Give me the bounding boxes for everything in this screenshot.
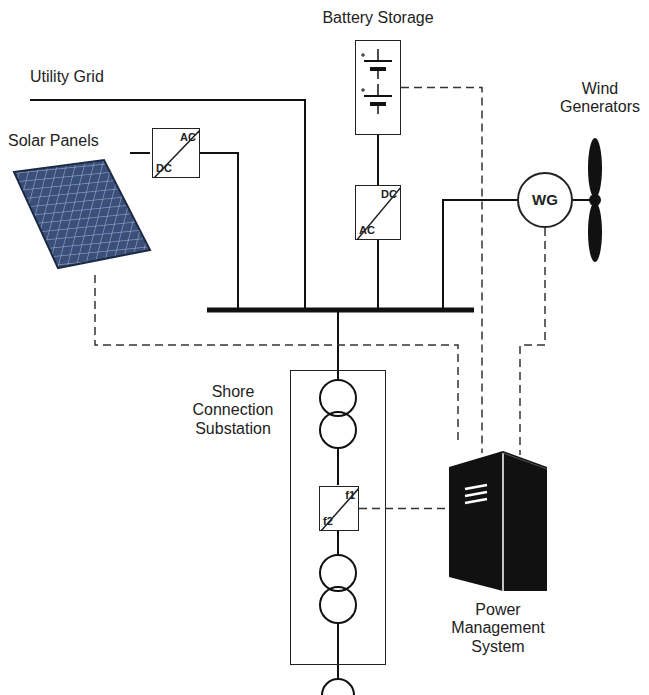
substation-title: Shore Connection Substation — [183, 383, 283, 438]
wind-turbine — [573, 138, 602, 262]
battery-wire — [377, 240, 379, 310]
transformer-symbols — [320, 370, 356, 695]
free-label: Utility Grid — [30, 68, 150, 86]
solar-panel — [14, 160, 150, 268]
converter-label: f1 — [345, 490, 355, 501]
converter-box: DC AC — [355, 185, 401, 240]
battery-title: Battery Storage — [322, 9, 433, 27]
free-label: Solar Panels — [8, 132, 138, 150]
bus-bar — [207, 308, 474, 313]
battery-node: Battery Storage — [355, 40, 401, 135]
battery-symbol — [356, 41, 400, 134]
signal-connector — [401, 88, 482, 454]
generator-label: WG — [532, 191, 558, 208]
system-title: Power Management System — [438, 601, 558, 656]
bus-drop — [337, 310, 339, 370]
signal-connector — [520, 228, 545, 455]
pms-node: Power Management System — [438, 445, 558, 656]
converter-box: f1 f2 — [319, 486, 359, 531]
solar-wire — [200, 153, 238, 310]
converter-label: DC — [156, 163, 172, 174]
circle-node: WG — [517, 172, 573, 228]
converter-label: f2 — [323, 516, 333, 527]
power-connector — [377, 135, 379, 185]
panel-wire — [130, 152, 150, 154]
signal-connector — [359, 508, 450, 510]
converter-label: AC — [180, 132, 196, 143]
computer-icon — [443, 445, 553, 595]
converter-label: DC — [381, 189, 397, 200]
converter-box: AC DC — [152, 128, 200, 178]
free-label: Wind Generators — [556, 80, 644, 117]
sub-node: Shore Connection Substationf1f2 — [290, 370, 386, 665]
signal-line — [95, 275, 458, 445]
wind-wire — [443, 200, 517, 310]
converter-label: AC — [359, 225, 375, 236]
